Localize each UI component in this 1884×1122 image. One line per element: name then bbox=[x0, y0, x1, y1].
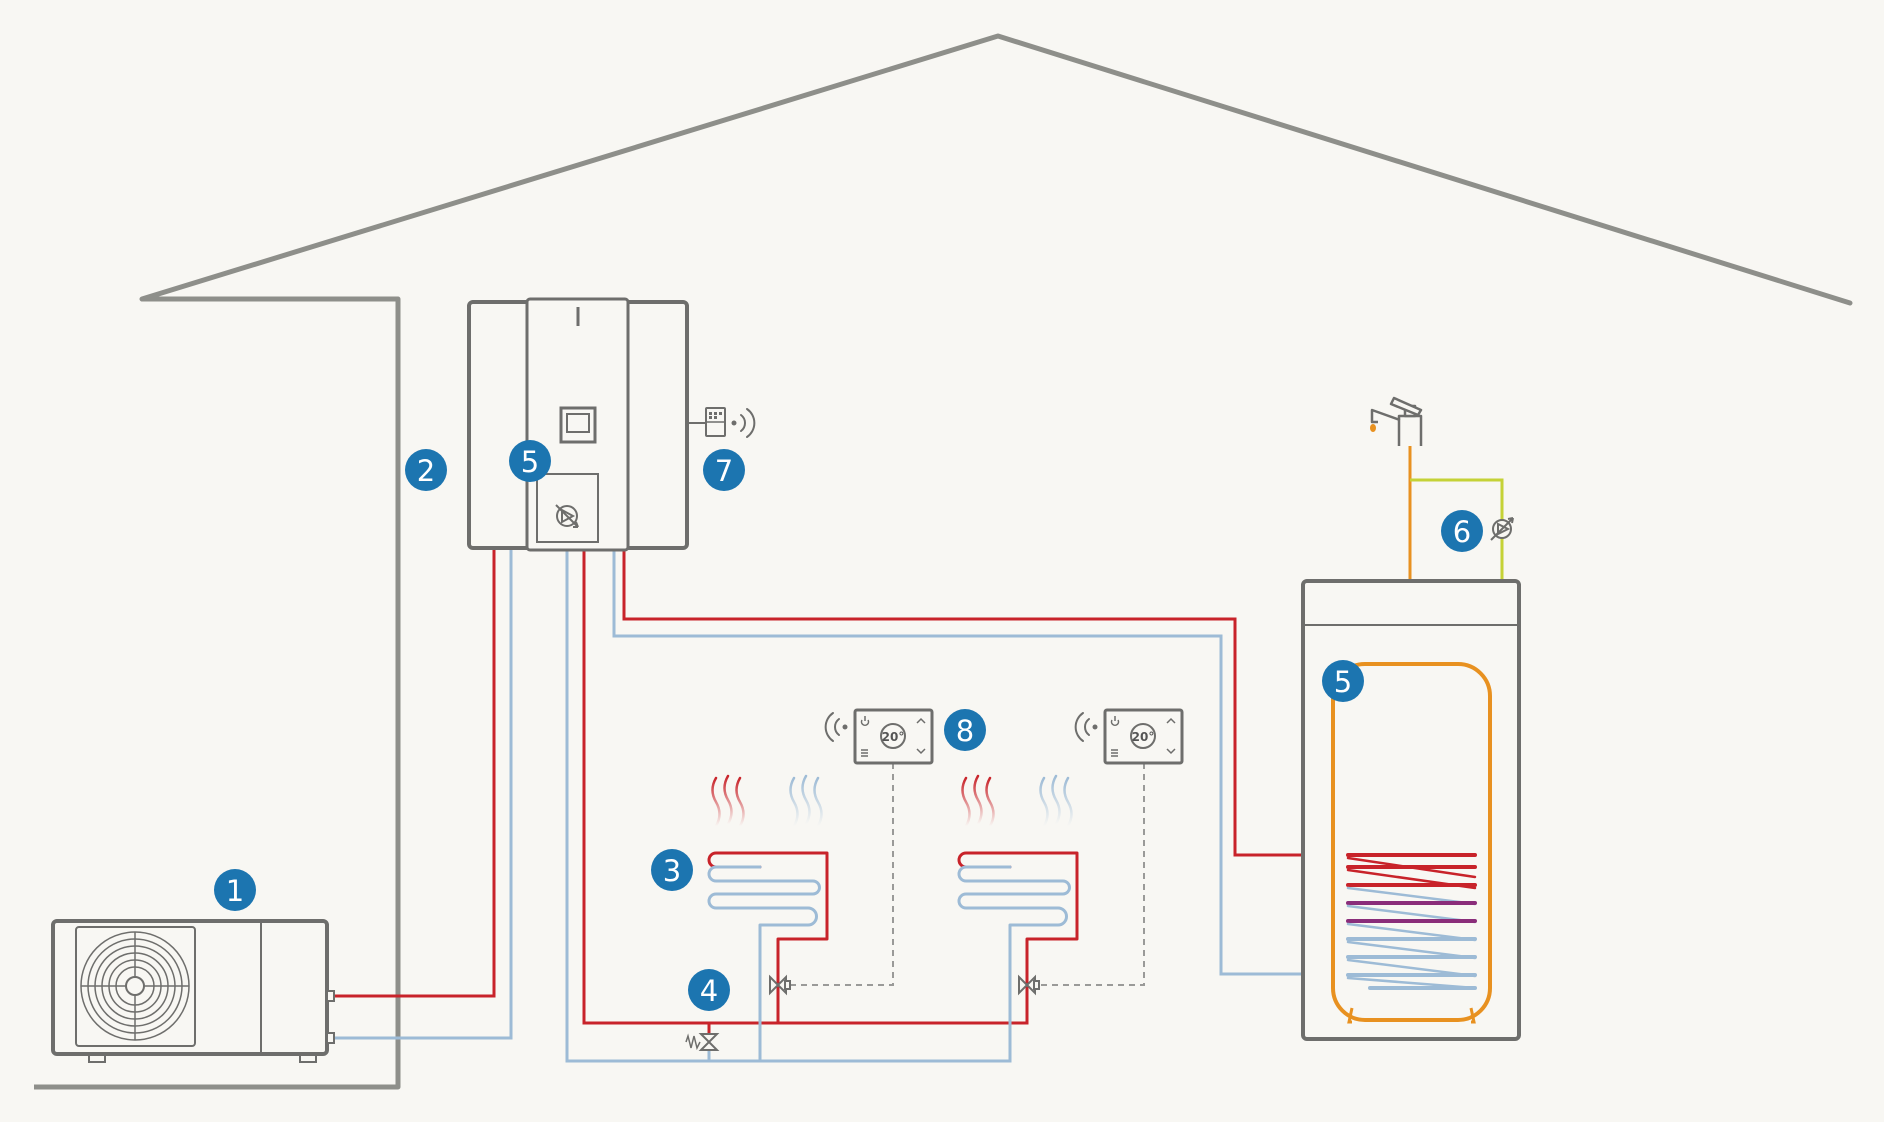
badge-label: 1 bbox=[226, 874, 244, 908]
bypass-valve-spring bbox=[685, 1033, 701, 1051]
loop-2-cold-run bbox=[957, 865, 1071, 927]
heat-wave-icon bbox=[961, 774, 995, 828]
bypass-valve-body bbox=[698, 1033, 720, 1051]
badge-2: 2 bbox=[405, 449, 447, 491]
floor-heating-loop-1 bbox=[707, 851, 829, 987]
badge-6: 6 bbox=[1441, 510, 1483, 552]
outdoor-unit-body bbox=[51, 919, 329, 1056]
indoor-unit bbox=[467, 297, 689, 552]
badge-5-indoor: 5 bbox=[509, 440, 551, 482]
cool-wave-icon bbox=[1039, 774, 1073, 828]
control-wires bbox=[787, 763, 1145, 986]
zone-valve-icon bbox=[1018, 974, 1040, 996]
badge-label: 4 bbox=[700, 974, 718, 1008]
loop-1-cold-run bbox=[707, 865, 821, 927]
thermostat-signal-icon bbox=[824, 712, 848, 742]
badge-circle bbox=[1322, 660, 1364, 702]
badge-circle bbox=[405, 449, 447, 491]
thermostat-setpoint: 20° bbox=[1132, 730, 1155, 744]
return-pipe-heating-main bbox=[565, 548, 1012, 1063]
badge-7: 7 bbox=[703, 449, 745, 491]
roof-line bbox=[139, 33, 1853, 306]
thermostat-dial bbox=[880, 723, 906, 749]
hot-water-tank bbox=[1301, 579, 1521, 1041]
house-wall-line bbox=[34, 296, 401, 1090]
circulation-pump-icon bbox=[1490, 517, 1514, 541]
tank-heat-coil bbox=[1346, 853, 1477, 990]
outdoor-unit-fan-frame bbox=[75, 926, 196, 1047]
badge-label: 2 bbox=[417, 454, 435, 488]
badge-3: 3 bbox=[651, 849, 693, 891]
outdoor-unit-foot-right bbox=[299, 1053, 317, 1063]
room-thermostat-icon bbox=[1103, 708, 1184, 765]
chevron-down-icon bbox=[1166, 748, 1176, 755]
badge-circle bbox=[214, 869, 256, 911]
remote-signal-icon bbox=[731, 408, 756, 438]
outdoor-unit bbox=[51, 919, 335, 1063]
control-wire-1 bbox=[787, 763, 894, 986]
menu-icon bbox=[861, 749, 868, 757]
power-icon bbox=[1110, 716, 1120, 727]
faucet-icon bbox=[1370, 396, 1423, 446]
room-thermostat-1: 20° bbox=[824, 708, 934, 765]
badge-label: 7 bbox=[715, 454, 733, 488]
pipes-outdoor-to-indoor bbox=[333, 548, 513, 1040]
chevron-down-icon bbox=[916, 748, 926, 755]
badge-circle bbox=[944, 709, 986, 751]
zone-valve-icon bbox=[769, 974, 791, 996]
badge-8: 8 bbox=[944, 709, 986, 751]
cool-wave-icon bbox=[789, 774, 823, 828]
outdoor-unit-port-flow bbox=[326, 990, 335, 1002]
menu-icon bbox=[1111, 749, 1118, 757]
badge-label: 3 bbox=[663, 854, 681, 888]
badge-label: 6 bbox=[1453, 515, 1471, 549]
water-drop bbox=[1370, 424, 1376, 432]
badge-1: 1 bbox=[214, 869, 256, 911]
outdoor-unit-foot-left bbox=[88, 1053, 106, 1063]
thermostat-signal-icon bbox=[1074, 712, 1098, 742]
indoor-pump-box bbox=[536, 473, 599, 543]
indoor-unit-display-frame bbox=[559, 406, 597, 444]
control-wire-2 bbox=[1036, 763, 1145, 986]
floor-heating-loop-2 bbox=[957, 851, 1079, 987]
chevron-up-icon bbox=[1166, 717, 1176, 724]
badge-5-tank: 5 bbox=[1322, 660, 1364, 702]
badge-circle bbox=[651, 849, 693, 891]
pipes-heating-circuit bbox=[565, 548, 1029, 1063]
flow-pipe-heating-main bbox=[582, 548, 1029, 1025]
remote-buttons bbox=[709, 412, 722, 419]
loop-2-hot-run bbox=[957, 851, 1079, 987]
loop-1-hot-run bbox=[707, 851, 829, 987]
fan-hub bbox=[125, 976, 145, 996]
room-thermostat-2: 20° bbox=[1074, 708, 1184, 765]
tank-foot-left bbox=[1347, 1007, 1354, 1024]
badge-circle bbox=[688, 969, 730, 1011]
heat-wave-icon bbox=[711, 774, 745, 828]
outdoor-unit-port-return bbox=[326, 1032, 335, 1044]
badge-circle bbox=[1441, 510, 1483, 552]
flow-pipe-outdoor bbox=[333, 548, 496, 998]
house-outline bbox=[34, 33, 1853, 1090]
return-pipe-outdoor bbox=[333, 548, 513, 1040]
tank-vessel bbox=[1331, 662, 1492, 1022]
badge-circle bbox=[703, 449, 745, 491]
return-pipe-tank bbox=[612, 548, 1370, 976]
indoor-unit-display bbox=[566, 413, 590, 433]
power-icon bbox=[860, 716, 870, 727]
bypass-valve bbox=[685, 1033, 720, 1051]
remote-control bbox=[687, 407, 756, 438]
badge-4: 4 bbox=[688, 969, 730, 1011]
circulation-pump-icon bbox=[555, 504, 579, 528]
tank-foot-right bbox=[1469, 1007, 1476, 1024]
badge-label: 8 bbox=[956, 714, 974, 748]
thermostat-dial bbox=[1130, 723, 1156, 749]
badge-label: 5 bbox=[521, 445, 539, 479]
thermostat-setpoint: 20° bbox=[882, 730, 905, 744]
badge-label: 5 bbox=[1334, 665, 1352, 699]
chevron-up-icon bbox=[916, 717, 926, 724]
badge-circle bbox=[509, 440, 551, 482]
room-thermostat-icon bbox=[853, 708, 934, 765]
